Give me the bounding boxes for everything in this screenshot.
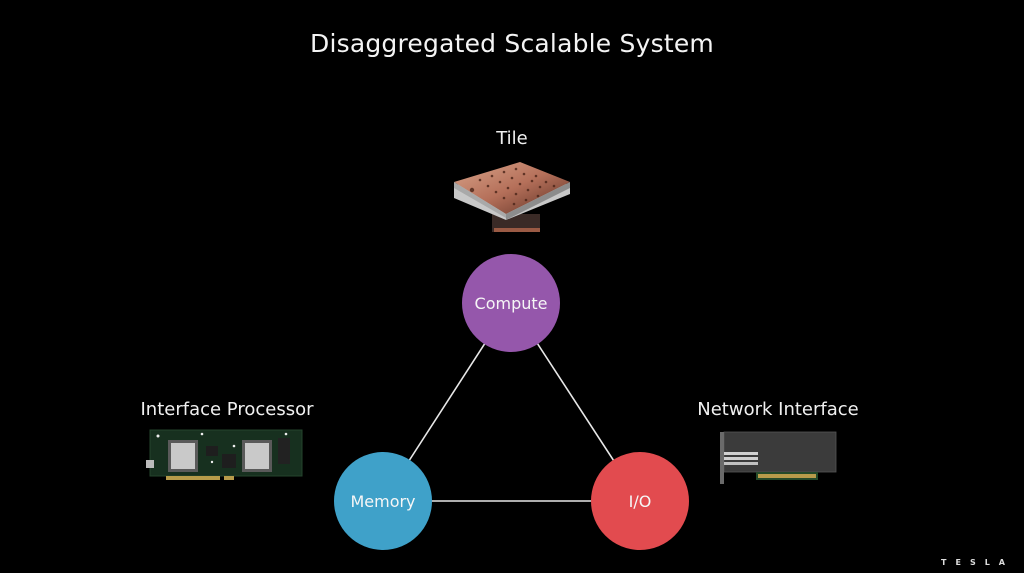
node-memory-label: Memory	[350, 492, 415, 511]
slide-title: Disaggregated Scalable System	[310, 29, 714, 58]
node-compute-label: Compute	[475, 294, 548, 313]
tile-hardware-image	[454, 162, 570, 232]
node-io: I/O	[591, 452, 689, 550]
interface-processor-label: Interface Processor	[140, 399, 314, 420]
node-compute: Compute	[462, 254, 560, 352]
node-io-circle	[591, 452, 689, 550]
tesla-logo: TESLA	[941, 558, 1014, 567]
tile-label: Tile	[496, 128, 528, 149]
circuit-board-image	[146, 429, 303, 480]
network-card-image	[720, 431, 837, 484]
network-interface-label: Network Interface	[697, 399, 859, 420]
node-compute-circle	[462, 254, 560, 352]
node-memory-circle	[334, 452, 432, 550]
node-memory: Memory	[334, 452, 432, 550]
node-io-label: I/O	[629, 492, 652, 511]
